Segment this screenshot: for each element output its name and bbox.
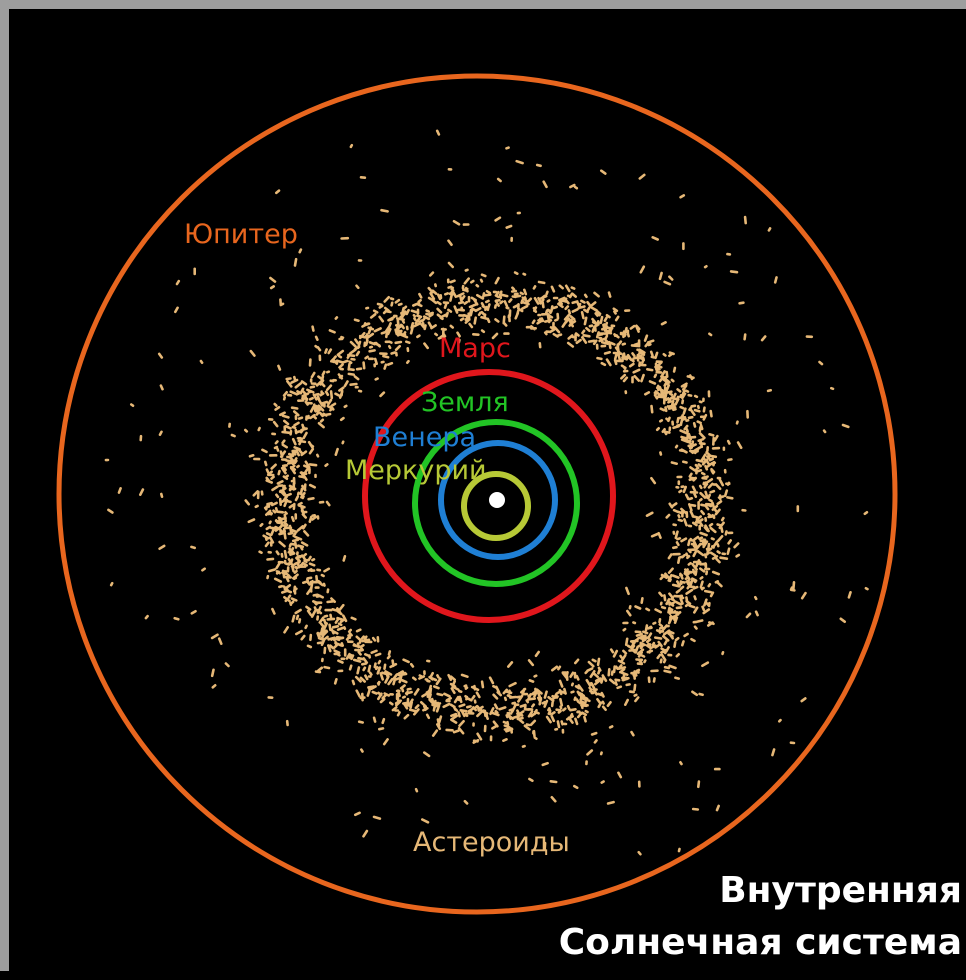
solar-system-diagram: Юпитер Марс Земля Венера Меркурий Астеро…: [56, 73, 962, 963]
mercury-label: Меркурий: [345, 455, 487, 486]
venus-orbit: [438, 440, 558, 560]
venus-label: Венера: [373, 422, 476, 453]
asteroid-belt: [104, 129, 869, 856]
sun: [489, 492, 505, 508]
earth-orbit: [412, 419, 580, 587]
jupiter-orbit: [56, 73, 898, 915]
title-line-2: Солнечная система: [559, 922, 962, 963]
jupiter-label: Юпитер: [184, 219, 298, 250]
asteroid-particles: [104, 129, 869, 856]
mars-orbit: [362, 369, 616, 623]
mars-label: Марс: [439, 333, 511, 364]
mercury-orbit: [461, 471, 531, 541]
title-line-1: Внутренняя: [719, 870, 962, 911]
asteroids-label: Астероиды: [413, 827, 570, 858]
earth-label: Земля: [421, 387, 509, 418]
